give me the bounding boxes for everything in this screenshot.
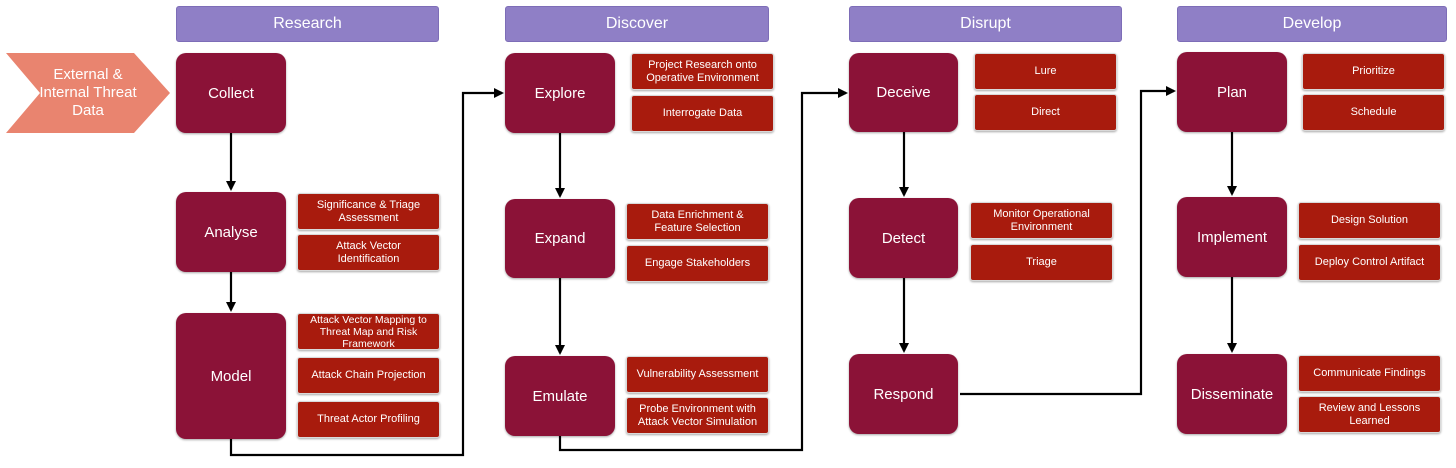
- sub-deploy-control-artifact: Deploy Control Artifact: [1298, 244, 1441, 281]
- sub-attack-vector-identification: Attack Vector Identification: [297, 234, 440, 271]
- sub-attack-vector-mapping: Attack Vector Mapping to Threat Map and …: [297, 313, 440, 350]
- sub-review-lessons-learned: Review and Lessons Learned: [1298, 396, 1441, 433]
- sub-probe-environment: Probe Environment with Attack Vector Sim…: [626, 397, 769, 434]
- header-develop: Develop: [1177, 6, 1447, 42]
- sub-communicate-findings: Communicate Findings: [1298, 355, 1441, 392]
- node-respond: Respond: [849, 354, 958, 434]
- sub-data-enrichment: Data Enrichment & Feature Selection: [626, 203, 769, 240]
- sub-threat-actor-profiling: Threat Actor Profiling: [297, 401, 440, 438]
- header-discover: Discover: [505, 6, 769, 42]
- node-detect: Detect: [849, 198, 958, 278]
- node-explore: Explore: [505, 53, 615, 133]
- connector-emulate-deceive: [558, 88, 848, 452]
- node-collect: Collect: [176, 53, 286, 133]
- connector-respond-plan: [960, 86, 1176, 396]
- sub-significance-triage: Significance & Triage Assessment: [297, 193, 440, 230]
- header-research: Research: [176, 6, 439, 42]
- sub-project-research: Project Research onto Operative Environm…: [631, 53, 774, 90]
- sub-prioritize: Prioritize: [1302, 53, 1445, 90]
- node-disseminate: Disseminate: [1177, 354, 1287, 434]
- header-disrupt: Disrupt: [849, 6, 1122, 42]
- node-emulate: Emulate: [505, 356, 615, 436]
- sub-interrogate-data: Interrogate Data: [631, 95, 774, 132]
- node-model: Model: [176, 313, 286, 439]
- sub-engage-stakeholders: Engage Stakeholders: [626, 245, 769, 282]
- sub-triage: Triage: [970, 244, 1113, 281]
- sub-lure: Lure: [974, 53, 1117, 90]
- sub-attack-chain-projection: Attack Chain Projection: [297, 357, 440, 394]
- input-chevron-arrow: [6, 53, 170, 133]
- sub-direct: Direct: [974, 94, 1117, 131]
- node-implement: Implement: [1177, 197, 1287, 277]
- connector-model-explore: [229, 88, 504, 457]
- node-expand: Expand: [505, 199, 615, 278]
- node-plan: Plan: [1177, 52, 1287, 132]
- sub-vulnerability-assessment: Vulnerability Assessment: [626, 356, 769, 393]
- sub-schedule: Schedule: [1302, 94, 1445, 131]
- sub-monitor-operational-environment: Monitor Operational Environment: [970, 202, 1113, 239]
- node-analyse: Analyse: [176, 192, 286, 272]
- input-label: External & Internal Threat Data: [39, 66, 137, 119]
- sub-design-solution: Design Solution: [1298, 202, 1441, 239]
- node-deceive: Deceive: [849, 53, 958, 132]
